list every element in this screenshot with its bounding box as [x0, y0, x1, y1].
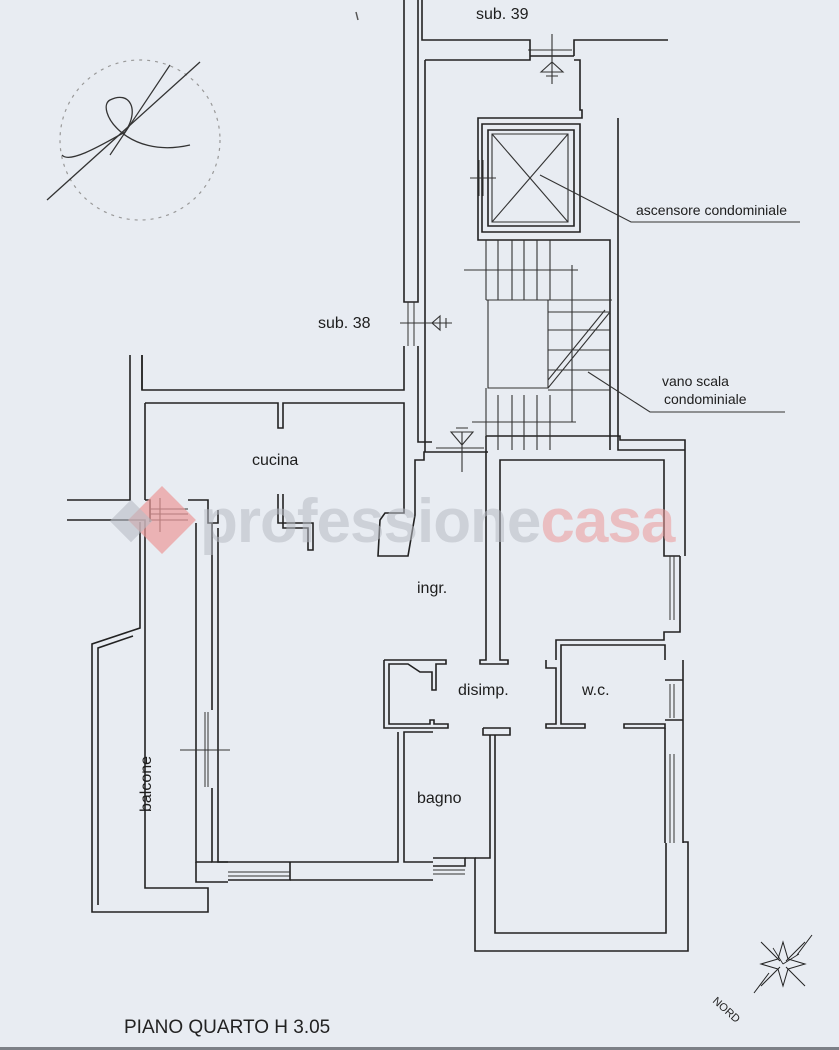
signature-stamp-icon: [46, 59, 221, 221]
elevator-annotation: ascensore condominiale: [636, 202, 787, 218]
room-label-bagno: bagno: [417, 790, 462, 807]
room-label-wc: w.c.: [582, 682, 610, 699]
watermark-logo: professionecasa: [200, 486, 675, 557]
stair-core: [421, 0, 800, 452]
watermark-part1: professione: [200, 487, 541, 556]
room-label-disimpegno: disimp.: [458, 682, 509, 699]
neighbor-sub38-label: sub. 38: [318, 315, 371, 332]
watermark-part2: casa: [540, 487, 675, 556]
stair-annotation-line2: condominiale: [664, 391, 747, 407]
compass-rose-icon: [753, 934, 813, 994]
windows: [150, 49, 675, 877]
bottom-edge: [0, 1047, 839, 1050]
room-label-balcone: balcone: [138, 755, 155, 812]
room-label-cucina: cucina: [252, 452, 299, 469]
stair-annotation-line1: vano scala: [662, 373, 729, 389]
building-walls: [67, 0, 689, 952]
neighbor-sub39-label: sub. 39: [476, 6, 529, 23]
floor-title: PIANO QUARTO H 3.05: [124, 1017, 331, 1038]
room-label-ingresso: ingr.: [417, 580, 448, 597]
